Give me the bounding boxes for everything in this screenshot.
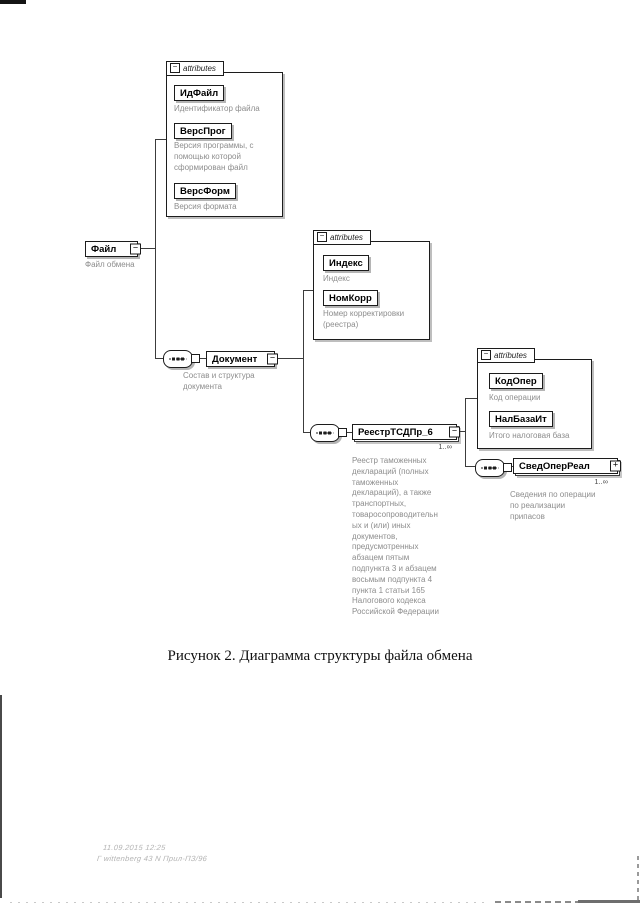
element-document-label: Документ [212,354,258,365]
attribute-nomkorr-desc: Номер корректировки (реестра) [323,309,405,329]
attributes-label: attributes [330,232,363,242]
attribute-nomkorr: НомКорр [323,290,378,306]
collapse-icon: − [170,63,180,73]
connector [346,432,352,433]
scan-artifact-bottom-dots [10,902,490,903]
element-operation-desc: Сведения по операции по реализации припа… [510,490,596,521]
connector [155,358,163,359]
element-registry: РеестрТСДПр_6 − [352,424,460,440]
sequence-icon [163,350,193,368]
connector [270,358,303,359]
element-registry-label: РеестрТСДПр_6 [358,427,433,438]
collapse-icon: − [130,243,141,255]
cardinality-registry: 1..∞ [438,442,452,451]
connector [303,290,304,433]
connector [133,248,155,249]
attribute-versprog: ВерсПрог [174,123,232,139]
attributes-box-registry: КодОпер Код операции НалБазаИт Итого нал… [477,359,592,449]
attribute-nalbazait-desc: Итого налоговая база [489,431,570,440]
attribute-kodoper: КодОпер [489,373,543,389]
connector [465,398,466,467]
scan-artifact-left-edge [0,695,2,898]
attribute-idfile: ИдФайл [174,85,225,101]
attribute-index: Индекс [323,255,369,271]
attribute-versprog-desc: Версия программы, с помощью которой сфор… [174,141,254,172]
attributes-box-document: Индекс Индекс НомКорр Номер корректировк… [313,241,430,340]
figure-caption: Рисунок 2. Диаграмма структуры файла обм… [167,648,473,664]
element-operation-label: СведОперРеал [519,461,590,472]
attributes-tab-registry: − attributes [477,348,535,363]
cardinality-operation: 1..∞ [594,477,608,486]
scan-artifact-right-edge [637,856,639,904]
expand-icon: + [610,460,621,472]
attribute-idfile-desc: Идентификатор файла [174,104,260,113]
attributes-label: attributes [183,63,216,73]
scan-artifact-bottom-dashes [495,901,580,903]
connector [155,139,156,359]
element-document: Документ − [206,351,278,367]
attributes-box-file: ИдФайл Идентификатор файла ВерсПрог Верс… [166,72,283,217]
element-operation: СведОперРеал + [513,458,621,474]
attribute-nalbazait: НалБазаИт [489,411,553,427]
element-file: Файл − [85,241,141,257]
element-document-desc: Состав и структура документа [183,371,255,391]
connector-handle [503,463,512,472]
connector [465,398,477,399]
element-file-label: Файл [91,244,117,255]
scan-artifact-topleft [0,0,26,4]
connector-handle [338,428,347,437]
connector [199,358,206,359]
attribute-versform-desc: Версия формата [174,202,237,211]
connector-handle [191,354,200,363]
connector [155,139,166,140]
connector [465,466,475,467]
element-registry-desc: Реестр таможенных деклараций (полных там… [352,456,439,617]
attributes-tab-document: − attributes [313,230,371,245]
collapse-icon: − [267,353,278,365]
element-file-desc: Файл обмена [85,260,135,269]
attributes-label: attributes [494,350,527,360]
scan-artifact-text: 11.09.2015 12:25 [102,843,167,852]
attribute-kodoper-desc: Код операции [489,393,541,402]
scan-artifact-text: Г wittenberg 43 N Прил-ПЗ/96 [96,854,208,863]
connector [303,432,310,433]
attribute-versform: ВерсФорм [174,183,236,199]
scan-artifact-bottom-bar [578,900,640,903]
attributes-tab-file: − attributes [166,61,224,76]
sequence-icon [475,459,505,477]
sequence-icon [310,424,340,442]
connector [303,290,318,291]
collapse-icon: − [449,426,460,438]
attribute-index-desc: Индекс [323,274,350,283]
collapse-icon: − [317,232,327,242]
collapse-icon: − [481,350,491,360]
